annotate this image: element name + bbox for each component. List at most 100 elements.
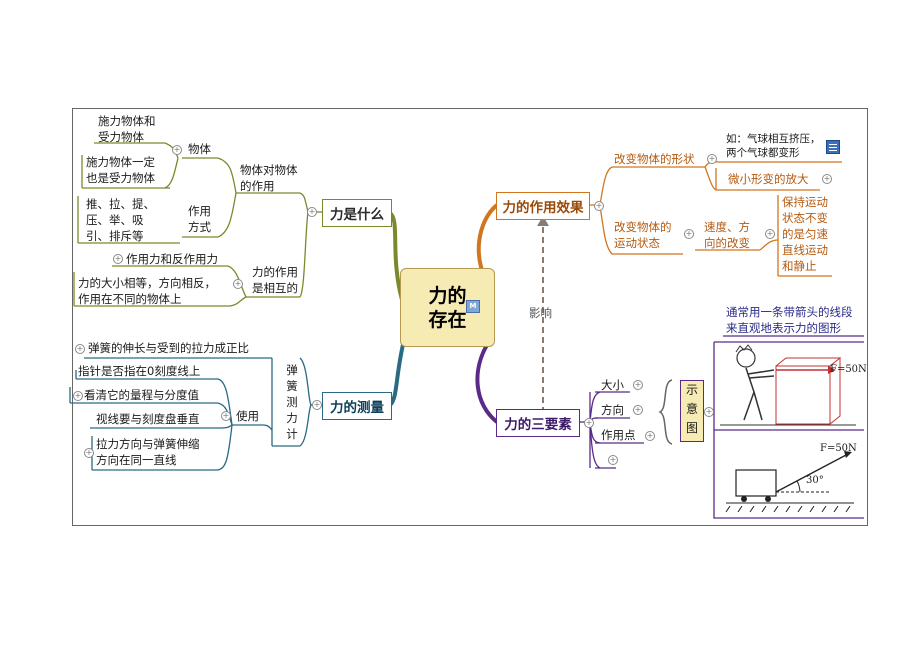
brace-shape [658, 379, 673, 445]
expand-icon[interactable]: + [633, 405, 643, 415]
expand-icon[interactable]: + [684, 229, 694, 239]
what-pair[interactable]: 作用力和反作用力 [126, 252, 218, 266]
effect-speed-2: 向的改变 [704, 236, 750, 250]
measure-spring[interactable]: 弹簧测力计 [286, 363, 298, 441]
cart-wheel-left [741, 496, 747, 502]
expand-icon[interactable]: + [645, 431, 655, 441]
what-mutual-1[interactable]: 力的作用 [252, 265, 298, 279]
measure-principle[interactable]: 弹簧的伸长与受到的拉力成正比 [88, 341, 249, 355]
expand-icon[interactable]: + [704, 407, 714, 417]
person-body [743, 367, 763, 421]
what-pair-d1: 力的大小相等，方向相反， [78, 276, 216, 290]
what-obj-a2: 受力物体 [98, 130, 144, 144]
force-label-1: F=50N [830, 364, 867, 375]
effect-speed-1[interactable]: 速度、方 [704, 220, 750, 234]
measure-u4b: 方向在同一直线 [96, 453, 177, 467]
box-edges [775, 357, 842, 425]
what-object-label[interactable]: 物体 [188, 142, 211, 156]
what-obj-a1: 施力物体和 [98, 114, 156, 128]
branch-elements-node[interactable]: 力的三要素 [496, 409, 580, 437]
branch-what-node[interactable]: 力是什么 [322, 199, 392, 227]
elements-size[interactable]: 大小 [601, 378, 624, 392]
elements-desc-1: 通常用一条带箭头的线段 [726, 305, 853, 319]
expand-icon[interactable]: + [633, 380, 643, 390]
elements-direction[interactable]: 方向 [601, 403, 624, 417]
what-ex-2: 压、举、吸 [86, 213, 144, 227]
line-center-elements [475, 338, 499, 424]
ground-hatching [725, 505, 851, 513]
expand-icon[interactable]: + [75, 344, 85, 354]
expand-icon[interactable]: + [312, 400, 322, 410]
force-arrowhead [828, 366, 836, 374]
expand-icon[interactable]: + [84, 448, 94, 458]
expand-icon[interactable]: + [608, 455, 618, 465]
measure-u1[interactable]: 指针是否指在0刻度线上 [78, 364, 201, 378]
measure-u2[interactable]: 看清它的量程与分度值 [84, 388, 199, 402]
effect-rest-3: 的是匀速 [782, 227, 828, 241]
angled-force-line [775, 453, 849, 493]
influence-label: 影响 [529, 306, 552, 320]
expand-icon[interactable]: + [233, 279, 243, 289]
center-node[interactable]: 力的存在 [400, 268, 495, 347]
force-label-2: F=50N [820, 443, 857, 454]
what-obj-b1: 施力物体一定 [86, 155, 155, 169]
measure-u3[interactable]: 视线要与刻度盘垂直 [96, 412, 200, 426]
cart-figure [720, 436, 860, 516]
person-arms [747, 369, 775, 379]
expand-icon[interactable]: + [707, 154, 717, 164]
effect-rest-5: 和静止 [782, 259, 817, 273]
measure-use[interactable]: 使用 [236, 409, 259, 423]
effect-shape[interactable]: 改变物体的形状 [614, 152, 695, 166]
line-center-what [388, 211, 404, 301]
push-figure [716, 344, 862, 428]
cart-body [735, 469, 777, 497]
expand-icon[interactable]: + [822, 174, 832, 184]
branch-effect-node[interactable]: 力的作用效果 [496, 192, 590, 220]
note-icon[interactable] [826, 140, 840, 154]
expand-icon[interactable]: + [221, 411, 231, 421]
expand-icon[interactable]: + [73, 391, 83, 401]
expand-icon[interactable]: + [594, 201, 604, 211]
effect-motion-1[interactable]: 改变物体的 [614, 220, 672, 234]
branch-measure-node[interactable]: 力的测量 [322, 392, 392, 420]
angled-force-arrowhead [844, 451, 852, 458]
influence-arrowhead [537, 216, 549, 226]
expand-icon[interactable]: + [307, 207, 317, 217]
center-line-1: 力的 [428, 284, 467, 307]
angle-label: 30° [806, 475, 824, 486]
elements-point[interactable]: 作用点 [601, 428, 636, 442]
angle-arc [796, 480, 801, 493]
cart-wheel-right [765, 496, 771, 502]
effect-rest-2: 状态不变 [782, 211, 828, 225]
diagram-char-3: 图 [685, 421, 698, 435]
expand-icon[interactable]: + [113, 254, 123, 264]
what-ex-3: 引、排斥等 [86, 229, 144, 243]
person-head [736, 348, 756, 368]
expand-icon[interactable]: + [584, 418, 594, 428]
effect-rest-1[interactable]: 保持运动 [782, 195, 828, 209]
diagram-char-1: 示 [685, 383, 698, 397]
mindmap-badge-icon[interactable]: M [466, 300, 480, 313]
effect-rest-4: 直线运动 [782, 243, 828, 257]
elements-desc-2: 来直观地表示力的图形 [726, 321, 841, 335]
what-pair-d2: 作用在不同的物体上 [78, 292, 182, 306]
what-effect-1[interactable]: 物体对物体 [240, 163, 298, 177]
what-manner-2: 方式 [188, 220, 211, 234]
pushed-box [775, 365, 831, 425]
center-line-2: 存在 [428, 308, 467, 331]
diagram-node[interactable]: 示 意 图 [680, 380, 704, 442]
what-effect-2: 的作用 [240, 179, 275, 193]
effect-motion-2: 运动状态 [614, 236, 660, 250]
what-manner-1[interactable]: 作用 [188, 204, 211, 218]
expand-icon[interactable]: + [765, 229, 775, 239]
expand-icon[interactable]: + [172, 145, 182, 155]
person-hair [735, 344, 753, 353]
effect-shape-small[interactable]: 微小形变的放大 [728, 172, 809, 186]
what-obj-b2: 也是受力物体 [86, 171, 155, 185]
effect-shape-ex1: 如：气球相互挤压， [726, 133, 821, 145]
diagram-char-2: 意 [685, 402, 698, 416]
effect-shape-ex2: 两个气球都变形 [726, 147, 800, 159]
measure-u4a[interactable]: 拉力方向与弹簧伸缩 [96, 437, 200, 451]
